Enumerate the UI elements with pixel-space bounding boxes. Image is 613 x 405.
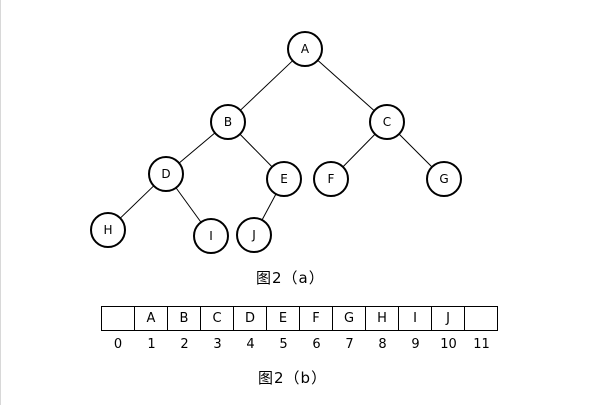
edge-a-c [317, 59, 375, 112]
node-label: F [328, 172, 335, 186]
node-label: A [301, 42, 310, 56]
left-border [0, 0, 1, 405]
array-cell-3: C [200, 306, 234, 331]
array-cell-10: J [431, 306, 465, 331]
array-cell-9: I [398, 306, 432, 331]
array-index-3: 3 [213, 337, 222, 352]
array-cell-7: G [332, 306, 366, 331]
array-index-1: 1 [147, 337, 156, 352]
tree-node-d: D [148, 156, 184, 192]
tree-node-e: E [266, 161, 302, 197]
node-circle [266, 161, 302, 197]
array-index-6: 6 [312, 337, 321, 352]
node-circle [236, 217, 272, 253]
tree-node-i: I [193, 218, 229, 254]
edge-d-i [175, 187, 202, 223]
tree-node-g: G [426, 161, 462, 197]
edge-e-j [261, 193, 277, 221]
array-index-4: 4 [246, 337, 255, 352]
array-index-8: 8 [378, 337, 387, 352]
edge-d-h [119, 185, 155, 219]
array-index-7: 7 [345, 337, 354, 352]
node-circle [148, 156, 184, 192]
array-cell-6: F [299, 306, 333, 331]
tree-node-h: H [90, 212, 126, 248]
edge-c-g [398, 133, 433, 168]
edge-a-b [239, 60, 294, 111]
array-cell-4: D [233, 306, 267, 331]
node-label: G [439, 172, 448, 186]
node-label: J [251, 228, 256, 242]
node-label: D [161, 167, 170, 181]
caption-figure-2b: 图2（b） [258, 369, 328, 387]
array-index-0: 0 [113, 337, 123, 352]
array-cell-0 [101, 306, 135, 331]
array-cell-2: B [167, 306, 201, 331]
node-circle [90, 212, 126, 248]
node-label: C [383, 115, 391, 129]
tree-edges [119, 59, 433, 223]
array-index-row: 0 1 2 3 4 5 6 7 8 9 10 11 [101, 337, 498, 352]
node-circle [369, 104, 405, 140]
array-index-11: 11 [473, 337, 490, 352]
tree-node-c: C [369, 104, 405, 140]
node-label: E [280, 172, 288, 186]
tree-node-b: B [210, 104, 246, 140]
edge-b-e [239, 133, 273, 168]
array-index-5: 5 [279, 337, 288, 352]
tree-node-f: F [313, 161, 349, 197]
caption-figure-2a: 图2（a） [256, 269, 325, 287]
array-index-9: 9 [411, 337, 420, 352]
array-cell-11 [464, 306, 498, 331]
node-label: I [209, 229, 213, 243]
node-circle [426, 161, 462, 197]
array-cell-5: E [266, 306, 300, 331]
node-label: H [103, 223, 112, 237]
tree-nodes: A B C D E F G H I J [90, 31, 462, 254]
edge-b-d [178, 132, 216, 164]
array-cell-8: H [365, 306, 399, 331]
array-index-10: 10 [440, 337, 457, 352]
binary-tree-diagram: A B C D E F G H I J [90, 31, 462, 254]
node-circle [313, 161, 349, 197]
tree-node-a: A [287, 31, 323, 67]
edge-c-f [342, 133, 376, 168]
tree-node-j: J [236, 217, 272, 253]
array-index-2: 2 [180, 337, 189, 352]
node-circle [193, 218, 229, 254]
node-circle [210, 104, 246, 140]
node-circle [287, 31, 323, 67]
node-label: B [224, 115, 232, 129]
array-cell-1: A [134, 306, 168, 331]
